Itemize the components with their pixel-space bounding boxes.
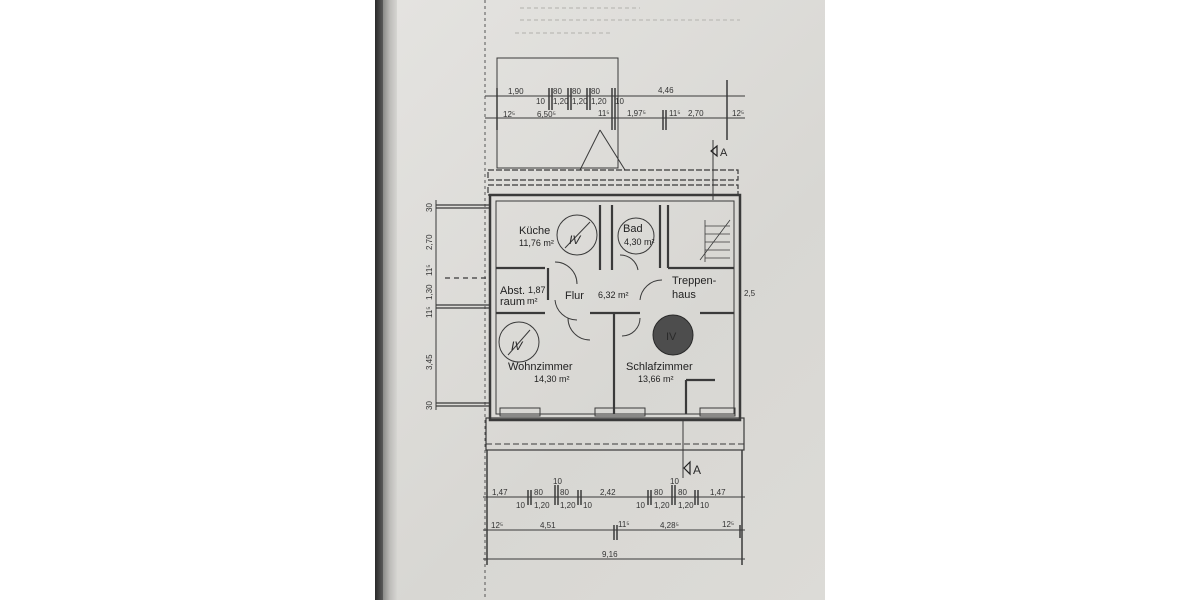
dim-bot-sub-5: 10 (636, 501, 645, 510)
dim-bot-4: 2,42 (600, 488, 616, 497)
dim-bot-2: 80 (534, 488, 543, 497)
dim-bot2-3: 11⁵ (618, 520, 630, 529)
dim-left-2: 2,70 (425, 234, 434, 250)
dim-bot-mark-2: 10 (670, 477, 679, 486)
room-abstellraum-unit: m² (527, 296, 538, 306)
paper-sheet (397, 0, 825, 600)
dim-top-4: 80 (591, 87, 600, 96)
dim-top2-7: 12⁵ (732, 109, 744, 118)
room-kueche-label: Küche (519, 225, 550, 237)
dim-bot-sub-8: 10 (700, 501, 709, 510)
room-schlafzimmer-area: 13,66 m² (638, 374, 674, 384)
zone-marker-kueche: IV (569, 233, 581, 247)
dim-bot-6: 80 (678, 488, 687, 497)
dim-top2-5: 11⁵ (669, 109, 681, 118)
room-bad-area: 4,30 m² (624, 237, 655, 247)
room-treppenhaus-label-2: haus (672, 289, 696, 301)
floor-plan-drawing: A A Küche 11,76 m² IV Bad 4,30 m² Treppe… (425, 0, 756, 600)
zone-marker-wohnzimmer: IV (511, 339, 523, 353)
dim-bot-sub-7: 1,20 (678, 501, 694, 510)
dim-top-3: 80 (572, 87, 581, 96)
dim-right-side: 2,5 (744, 289, 756, 298)
paper-edge (383, 0, 397, 600)
room-abstellraum-area: 1,87 (528, 285, 546, 295)
dim-top2-2: 6,50⁵ (537, 110, 556, 119)
dim-top2-4: 1,97⁵ (627, 109, 646, 118)
dim-top-sub-3: 1,20 (572, 97, 588, 106)
dim-bot-sub-2: 1,20 (534, 501, 550, 510)
dim-top2-3: 11⁵ (598, 109, 610, 118)
dim-bot-sub-1: 10 (516, 501, 525, 510)
dim-top-sub-2: 1,20 (553, 97, 569, 106)
dim-left-5: 11⁵ (425, 306, 434, 318)
dim-bot-1: 1,47 (492, 488, 508, 497)
dim-bot2-5: 12⁵ (722, 520, 734, 529)
dim-top-5: 4,46 (658, 86, 674, 95)
dim-bot-sub-6: 1,20 (654, 501, 670, 510)
dim-left-7: 30 (425, 401, 434, 410)
room-treppenhaus-label-1: Treppen- (672, 275, 717, 287)
dim-top-sub-4: 1,20 (591, 97, 607, 106)
section-label-bottom: A (693, 463, 701, 477)
room-bad-label: Bad (623, 223, 643, 235)
dim-bot2-2: 4,51 (540, 521, 556, 530)
dim-left-4: 1,30 (425, 284, 434, 300)
room-kueche-area: 11,76 m² (519, 238, 554, 248)
room-abstellraum-label-1: Abst. (500, 285, 525, 297)
dim-left-1: 30 (425, 203, 434, 212)
dim-top-1: 1,90 (508, 87, 524, 96)
dim-bot-sub-3: 1,20 (560, 501, 576, 510)
room-wohnzimmer-label: Wohnzimmer (508, 361, 573, 373)
dim-bot-5: 80 (654, 488, 663, 497)
dim-left-6: 3,45 (425, 354, 434, 370)
dim-top-sub-1: 10 (536, 97, 545, 106)
dim-top2-6: 2,70 (688, 109, 704, 118)
dim-top2-1: 12⁵ (503, 110, 515, 119)
page-shadow (375, 0, 383, 600)
dim-bot-3: 80 (560, 488, 569, 497)
dim-bot-mark-1: 10 (553, 477, 562, 486)
dim-bot-7: 1,47 (710, 488, 726, 497)
dim-top-2: 80 (553, 87, 562, 96)
dim-top-sub-5: 10 (615, 97, 624, 106)
dim-bot-sub-4: 10 (583, 501, 592, 510)
dim-bottom-total: 9,16 (602, 550, 618, 559)
room-flur-area: 6,32 m² (598, 290, 629, 300)
dim-bot2-4: 4,28⁵ (660, 521, 679, 530)
room-abstellraum-label-2: raum (500, 296, 525, 308)
room-wohnzimmer-area: 14,30 m² (534, 374, 570, 384)
room-flur-label: Flur (565, 290, 584, 302)
dim-left-3: 11⁵ (425, 264, 434, 276)
floor-plan-photo: A A Küche 11,76 m² IV Bad 4,30 m² Treppe… (375, 0, 825, 600)
dim-bot2-1: 12⁵ (491, 521, 503, 530)
section-label-top: A (720, 147, 728, 159)
room-schlafzimmer-label: Schlafzimmer (626, 361, 693, 373)
zone-marker-schlafzimmer: IV (666, 331, 677, 343)
